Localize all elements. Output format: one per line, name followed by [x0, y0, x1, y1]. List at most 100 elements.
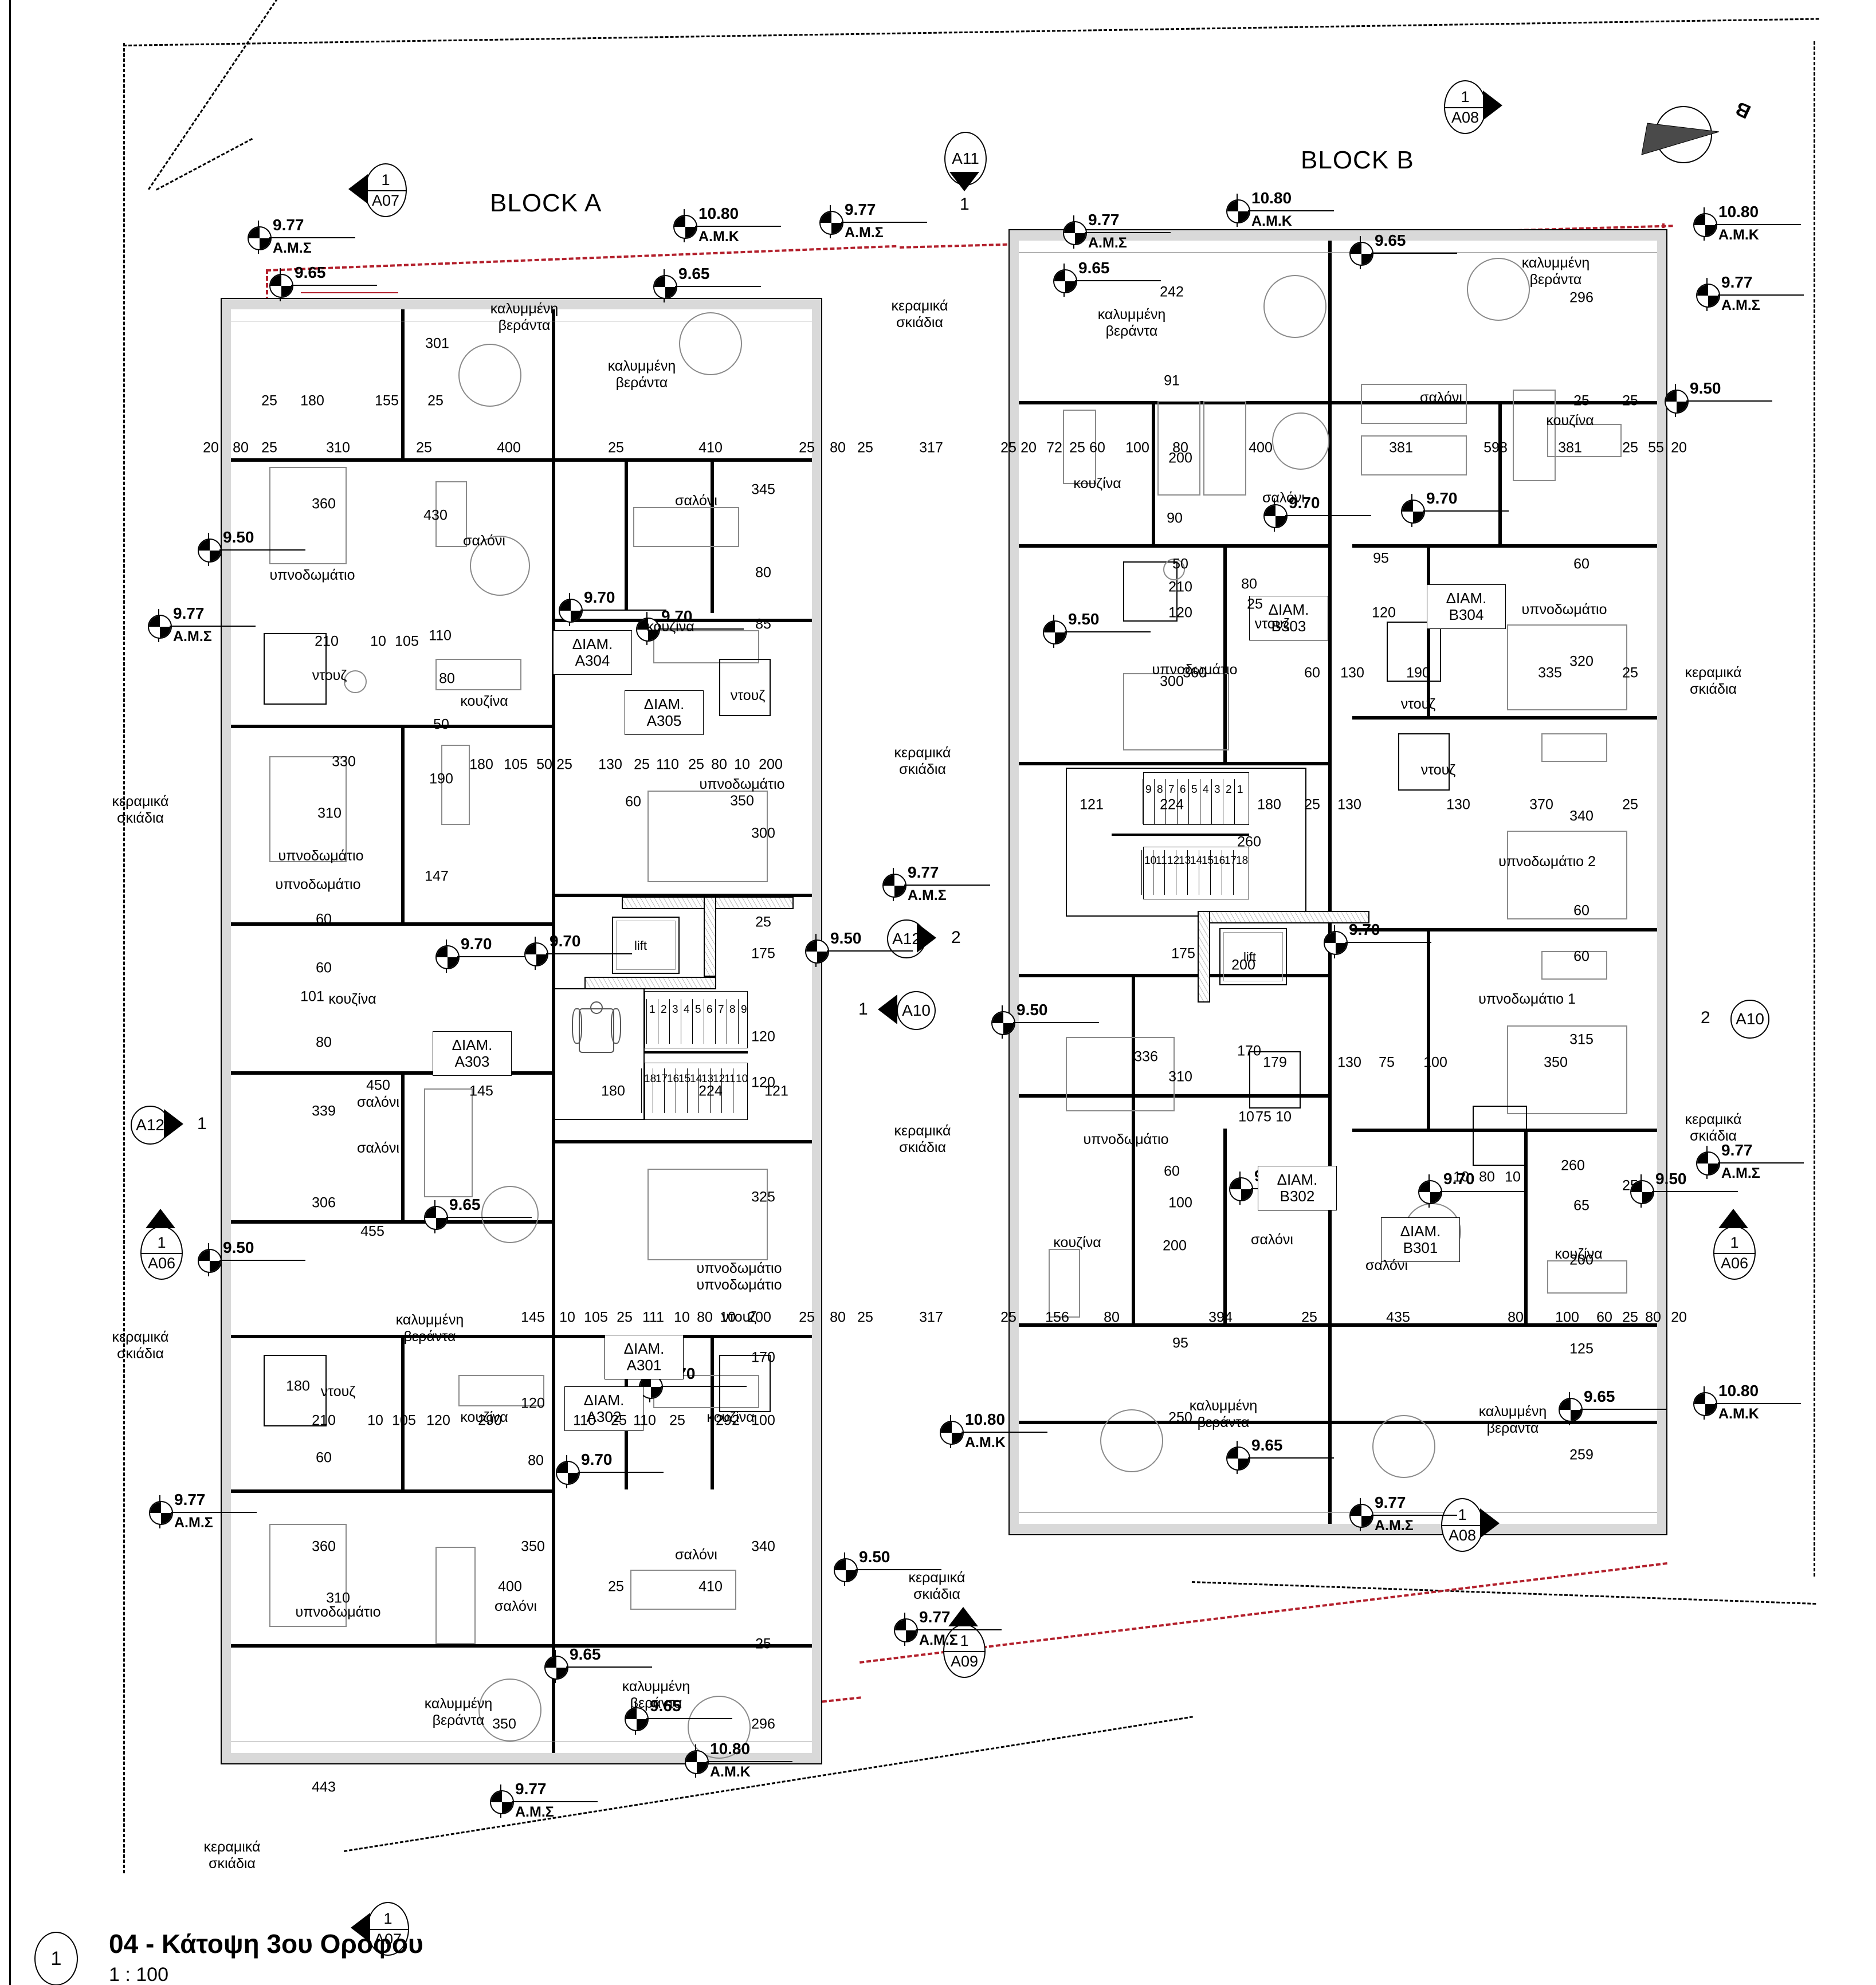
bath-b2	[1387, 622, 1441, 682]
dimension-text: 443	[312, 1779, 336, 1795]
lift-cab-b	[1223, 932, 1283, 981]
dimension-text: 25	[1000, 1309, 1017, 1326]
apartment-prefix: ΔΙΑΜ.	[1268, 600, 1309, 618]
room-label: υπνοδωμάτιο	[269, 567, 355, 583]
section-marker-a07-bottom[interactable]: 1 A07	[367, 1902, 409, 1956]
elevation-symbol-icon	[940, 1421, 964, 1445]
section-marker-a10-right-number: 2	[1701, 1008, 1710, 1027]
dimension-text: 175	[751, 945, 775, 962]
elevation-symbol-icon	[834, 1558, 858, 1582]
dimension-text: 120	[751, 1074, 775, 1091]
section-marker-number: 1	[1730, 1233, 1739, 1251]
stair-tread-number-a-down: 12	[713, 1073, 725, 1085]
dimension-text: 180	[1257, 796, 1281, 813]
apartment-prefix: ΔΙΑΜ.	[572, 635, 613, 653]
stair-tread-number-a-up: 9	[741, 1004, 747, 1016]
apartment-code: A303	[454, 1053, 490, 1070]
dimension-text: 105	[395, 633, 419, 650]
section-marker-a08-top[interactable]: 1 A08	[1444, 80, 1486, 134]
elevation-value: 9.50	[1068, 610, 1100, 628]
block-a-heading: BLOCK A	[490, 189, 602, 217]
dimension-text: 50	[1172, 556, 1188, 572]
dimension-text: 105	[504, 756, 528, 773]
title-block-rule	[9, 1908, 11, 1985]
section-marker-a08-bottom[interactable]: 1 A08	[1441, 1498, 1483, 1552]
dimension-text: 410	[698, 1578, 723, 1595]
dimension-text: 410	[698, 439, 723, 456]
apartment-code: A301	[626, 1357, 662, 1374]
block-a-wall-v9	[711, 1335, 714, 1489]
elevation-symbol-icon	[559, 599, 583, 623]
dimension-text: 130	[1446, 796, 1470, 813]
stair-tread-line	[715, 999, 716, 1044]
section-marker-number: 1	[383, 1909, 393, 1927]
detail-number: 1	[50, 1947, 62, 1970]
section-marker-a10-center[interactable]: A10	[897, 991, 936, 1030]
bath-a4	[719, 1355, 771, 1412]
dimension-text: 224	[698, 1083, 723, 1099]
elevation-datum: Α.Μ.Σ	[273, 240, 312, 256]
elevation-leader-line	[578, 1472, 664, 1473]
dimension-text: 292	[716, 1412, 740, 1429]
elevation-leader-line	[1423, 510, 1509, 512]
stair-tread-number-b-down: 14	[1190, 855, 1203, 867]
section-marker-a10-right[interactable]: A10	[1730, 1000, 1769, 1039]
dimension-text: 50	[536, 756, 552, 773]
elevation-symbol-icon	[1418, 1180, 1442, 1204]
elevation-datum: Α.Μ.Κ	[1718, 1406, 1759, 1422]
sink-a1	[344, 670, 367, 693]
apartment-code: B304	[1449, 606, 1484, 623]
elevation-value: 9.77	[515, 1780, 547, 1798]
stair-tread-number-b-down: 13	[1179, 855, 1191, 867]
section-marker-a07-top[interactable]: 1 A07	[364, 163, 407, 217]
dimension-text: 10	[370, 633, 386, 650]
elevation-leader-line	[1440, 1191, 1526, 1192]
elevation-symbol-icon	[1349, 1504, 1373, 1528]
sofa-a2	[630, 1570, 736, 1610]
elevation-leader-line	[658, 628, 744, 630]
stair-flight-a-lower	[645, 1063, 748, 1120]
lift-shaft-a	[612, 917, 680, 974]
dimension-text: 60	[1573, 556, 1590, 572]
elevation-value: 10.80	[1718, 1382, 1759, 1400]
stair-tread-number-b-up: 2	[1226, 784, 1232, 796]
elevation-leader-line	[1075, 280, 1161, 281]
dimension-text: 25	[611, 1412, 627, 1429]
elevation-symbol-icon	[1263, 504, 1288, 528]
elevation-value: 9.50	[859, 1548, 890, 1566]
section-marker-a12-left[interactable]: A12	[131, 1106, 170, 1145]
dimension-text: 259	[1569, 1447, 1594, 1463]
room-label: ντουζ	[1420, 762, 1456, 778]
dimension-text: 80	[439, 670, 455, 687]
elevation-leader-line	[1718, 294, 1804, 296]
dimension-text: 200	[1569, 1252, 1594, 1268]
elevation-symbol-icon	[148, 615, 172, 639]
stair-tread-number-a-up: 5	[695, 1004, 701, 1016]
stair-tread-number-b-up: 1	[1237, 784, 1243, 796]
wardrobe-a2	[441, 745, 470, 825]
section-marker-a06-left[interactable]: 1 A06	[140, 1226, 183, 1280]
dimension-text: 450	[366, 1077, 390, 1094]
section-marker-a07-top-arrow	[348, 174, 368, 204]
dimension-text: 320	[1569, 653, 1594, 670]
dimension-text: 80	[830, 1309, 846, 1326]
elevation-value: 10.80	[965, 1410, 1006, 1428]
dimension-text: 60	[1304, 665, 1320, 681]
block-b-wall-h2	[1019, 544, 1328, 548]
elevation-value: 9.50	[830, 929, 862, 947]
dimension-text: 260	[1561, 1157, 1585, 1174]
stair-tread-number-b-down: 15	[1202, 855, 1214, 867]
section-marker-a06-right[interactable]: 1 A06	[1713, 1226, 1756, 1280]
dimension-text: 25	[608, 439, 624, 456]
dimension-text: 20	[1671, 1309, 1687, 1326]
block-a-wall-v5	[401, 1071, 405, 1220]
block-a-wall-h1	[231, 458, 812, 462]
stair-core-a-wall-bottom	[584, 977, 716, 989]
stair-tread-number-a-down: 14	[690, 1073, 702, 1085]
dimension-text: 80	[1172, 439, 1188, 456]
room-label: ντουζ	[312, 667, 347, 683]
dimension-text: 325	[751, 1189, 775, 1205]
elevation-symbol-icon	[1693, 213, 1717, 237]
room-label: σαλόνι	[1365, 1257, 1408, 1273]
dimension-text: 25	[1573, 392, 1590, 409]
